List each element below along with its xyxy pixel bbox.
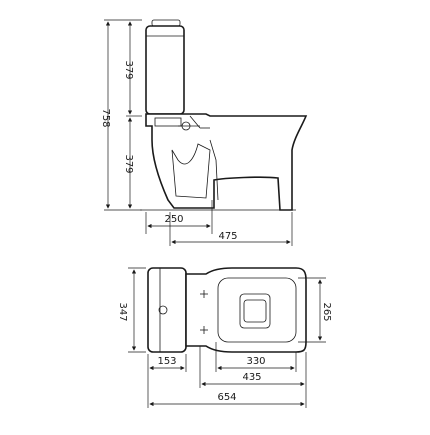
dim-total-height: 758 bbox=[100, 19, 142, 211]
toilet-bowl-side bbox=[140, 113, 308, 211]
bowl-top bbox=[185, 267, 307, 353]
dim-tank-height: 379 bbox=[123, 21, 142, 117]
cistern-tank bbox=[145, 19, 185, 115]
dim-tank-depth: 153 bbox=[147, 354, 187, 372]
tank-top bbox=[147, 267, 187, 353]
dim-label-379-bottom: 379 bbox=[123, 154, 134, 173]
dim-label-379-top: 379 bbox=[123, 60, 134, 79]
dim-bowl-height: 379 bbox=[123, 117, 134, 209]
hinge-marker-top bbox=[200, 290, 208, 298]
dim-label-475: 475 bbox=[218, 231, 237, 242]
dim-label-250: 250 bbox=[164, 214, 183, 225]
dim-label-330: 330 bbox=[246, 356, 265, 367]
dim-projection: 475 bbox=[169, 212, 293, 246]
dim-bowl-length-435: 435 bbox=[199, 346, 307, 388]
dim-label-153: 153 bbox=[157, 356, 176, 367]
dim-outlet-offset: 250 bbox=[145, 200, 213, 234]
dim-label-758: 758 bbox=[100, 108, 111, 127]
dim-seat-width: 265 bbox=[298, 277, 332, 343]
dim-bowl-width: 347 bbox=[117, 267, 146, 353]
dim-label-347: 347 bbox=[117, 302, 128, 321]
top-view: 347 265 153 330 435 bbox=[117, 267, 332, 408]
dim-label-435: 435 bbox=[242, 372, 261, 383]
dim-label-265: 265 bbox=[321, 302, 332, 321]
dim-total-length: 654 bbox=[147, 372, 307, 408]
dim-bowl-length-330: 330 bbox=[215, 342, 297, 372]
hinge-marker-bottom bbox=[200, 326, 208, 334]
dim-label-654: 654 bbox=[217, 392, 236, 403]
side-view: 758 379 379 250 475 bbox=[100, 19, 308, 246]
flush-button-icon bbox=[158, 305, 168, 315]
